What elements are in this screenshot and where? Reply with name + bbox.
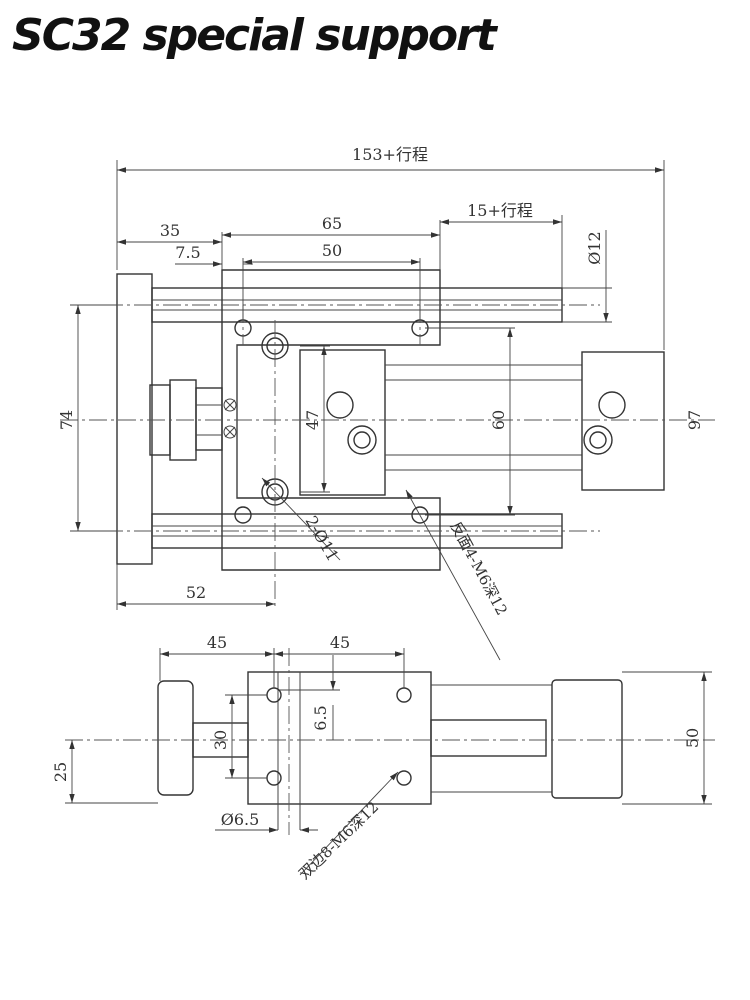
cylinder-body: [299, 349, 386, 496]
dim-52: 52: [186, 583, 206, 602]
dim-both-sides-holes: 双边8-M6深12: [295, 798, 382, 883]
dim-2-dia-11: 2-Ø11: [302, 513, 343, 565]
dim-stroke-15: 15+行程: [467, 201, 533, 220]
hole: [234, 506, 252, 524]
end-plate: [581, 351, 665, 491]
base-plate: [116, 273, 153, 565]
dim-bottom-6-5: 6.5: [311, 705, 330, 730]
bottom-view: 45 45 30 6.5 25 50 Ø6.5 双边8-M6深12: [51, 633, 715, 883]
side-end-block: [551, 679, 623, 799]
hex-nut: [195, 387, 223, 451]
dim-bottom-25: 25: [51, 762, 70, 782]
dim-bottom-30: 30: [211, 730, 230, 750]
dim-bottom-45-left: 45: [207, 633, 227, 652]
dim-50: 50: [322, 241, 342, 260]
dim-74: 74: [57, 410, 76, 430]
dim-65: 65: [322, 214, 342, 233]
upper-guide-rod: [151, 287, 563, 323]
top-view: 153+行程 35 65 7.5 50 15+行程 Ø12 74: [57, 145, 715, 661]
dim-rod-dia: Ø12: [585, 231, 604, 264]
dim-7-5: 7.5: [175, 243, 200, 262]
lower-guide-rod: [151, 513, 563, 549]
dim-97: 97: [685, 410, 704, 430]
dim-back-holes: 反面4-M6深12: [446, 518, 511, 618]
side-base-plate: [157, 680, 194, 796]
dim-47: 47: [303, 410, 322, 430]
dim-bottom-45-right: 45: [330, 633, 350, 652]
dim-overall-length: 153+行程: [352, 145, 428, 164]
dim-35: 35: [160, 221, 180, 240]
dim-60: 60: [489, 410, 508, 430]
dim-bottom-50: 50: [683, 728, 702, 748]
side-piston-rod: [430, 719, 547, 757]
dim-bottom-dia-6-5: Ø6.5: [221, 810, 260, 829]
page-title: SC32 special support: [12, 10, 497, 61]
